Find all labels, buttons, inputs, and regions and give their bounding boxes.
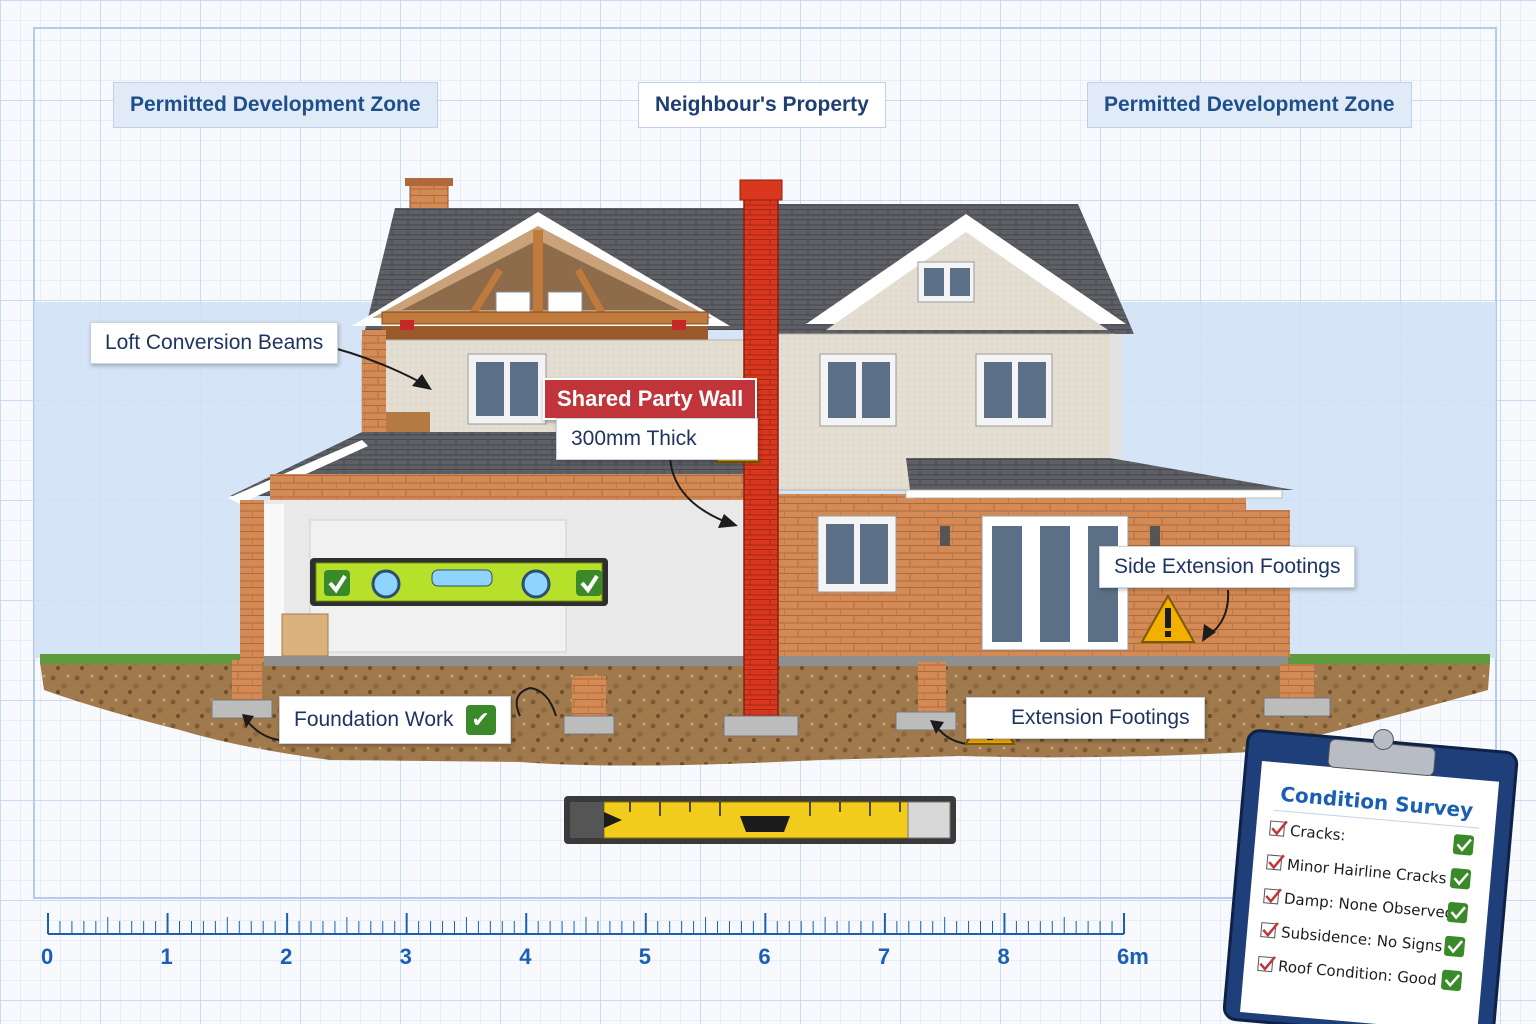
left-zone-label: Permitted Development Zone <box>113 82 438 128</box>
scale-tick-label: 4 <box>519 944 532 969</box>
checkbox-icon <box>1266 854 1283 871</box>
party-wall-tag: Shared Party Wall <box>543 378 758 420</box>
checkbox-icon <box>1257 955 1274 973</box>
extension-footings-callout: Extension Footings <box>966 697 1205 739</box>
foundation-callout: Foundation Work ✔ <box>279 696 511 744</box>
green-check-icon <box>1449 868 1472 890</box>
green-check-icon <box>1446 902 1469 924</box>
survey-row: Cracks: <box>1269 820 1475 856</box>
scale-tick-label: 7 <box>877 944 891 969</box>
green-check-icon <box>1441 969 1463 991</box>
scale-tick-label: 6m <box>1117 944 1149 969</box>
green-check-icon <box>1443 935 1466 958</box>
right-zone-label: Permitted Development Zone <box>1087 82 1412 128</box>
neighbour-property-label: Neighbour's Property <box>638 82 886 128</box>
red-check-icon <box>1265 888 1282 904</box>
scale-tick-label: 0 <box>41 944 54 969</box>
red-check-icon <box>1259 956 1276 971</box>
condition-survey-clipboard: Condition Survey Cracks:Minor Hairline C… <box>1222 728 1519 1024</box>
side-footings-callout: Side Extension Footings <box>1099 546 1356 588</box>
checkbox-icon <box>1263 888 1280 905</box>
party-wall-thickness-callout: 300mm Thick <box>556 418 758 460</box>
foundation-label: Foundation Work <box>294 708 454 731</box>
side-footings-warning-icon <box>1140 593 1196 643</box>
checkbox-icon <box>1260 922 1277 939</box>
loft-beams-callout: Loft Conversion Beams <box>90 322 339 364</box>
check-icon: ✔ <box>465 705 496 735</box>
scale-tick-label: 1 <box>160 944 173 969</box>
scale-tick-label: 6 <box>758 944 771 969</box>
red-check-icon <box>1262 922 1279 938</box>
scale-tick-label: 2 <box>280 944 293 969</box>
green-check-icon <box>1452 834 1475 856</box>
scale-tick-label: 5 <box>638 944 652 969</box>
survey-item-text: Cracks: <box>1289 822 1346 845</box>
tape-measure-icon <box>564 796 956 844</box>
red-check-icon <box>1271 820 1288 836</box>
checkbox-icon <box>1269 820 1286 837</box>
scale-tick-label: 8 <box>997 944 1010 969</box>
red-check-icon <box>1268 854 1285 870</box>
scale-tick-label: 3 <box>399 944 412 969</box>
scale-ruler <box>47 913 1125 935</box>
